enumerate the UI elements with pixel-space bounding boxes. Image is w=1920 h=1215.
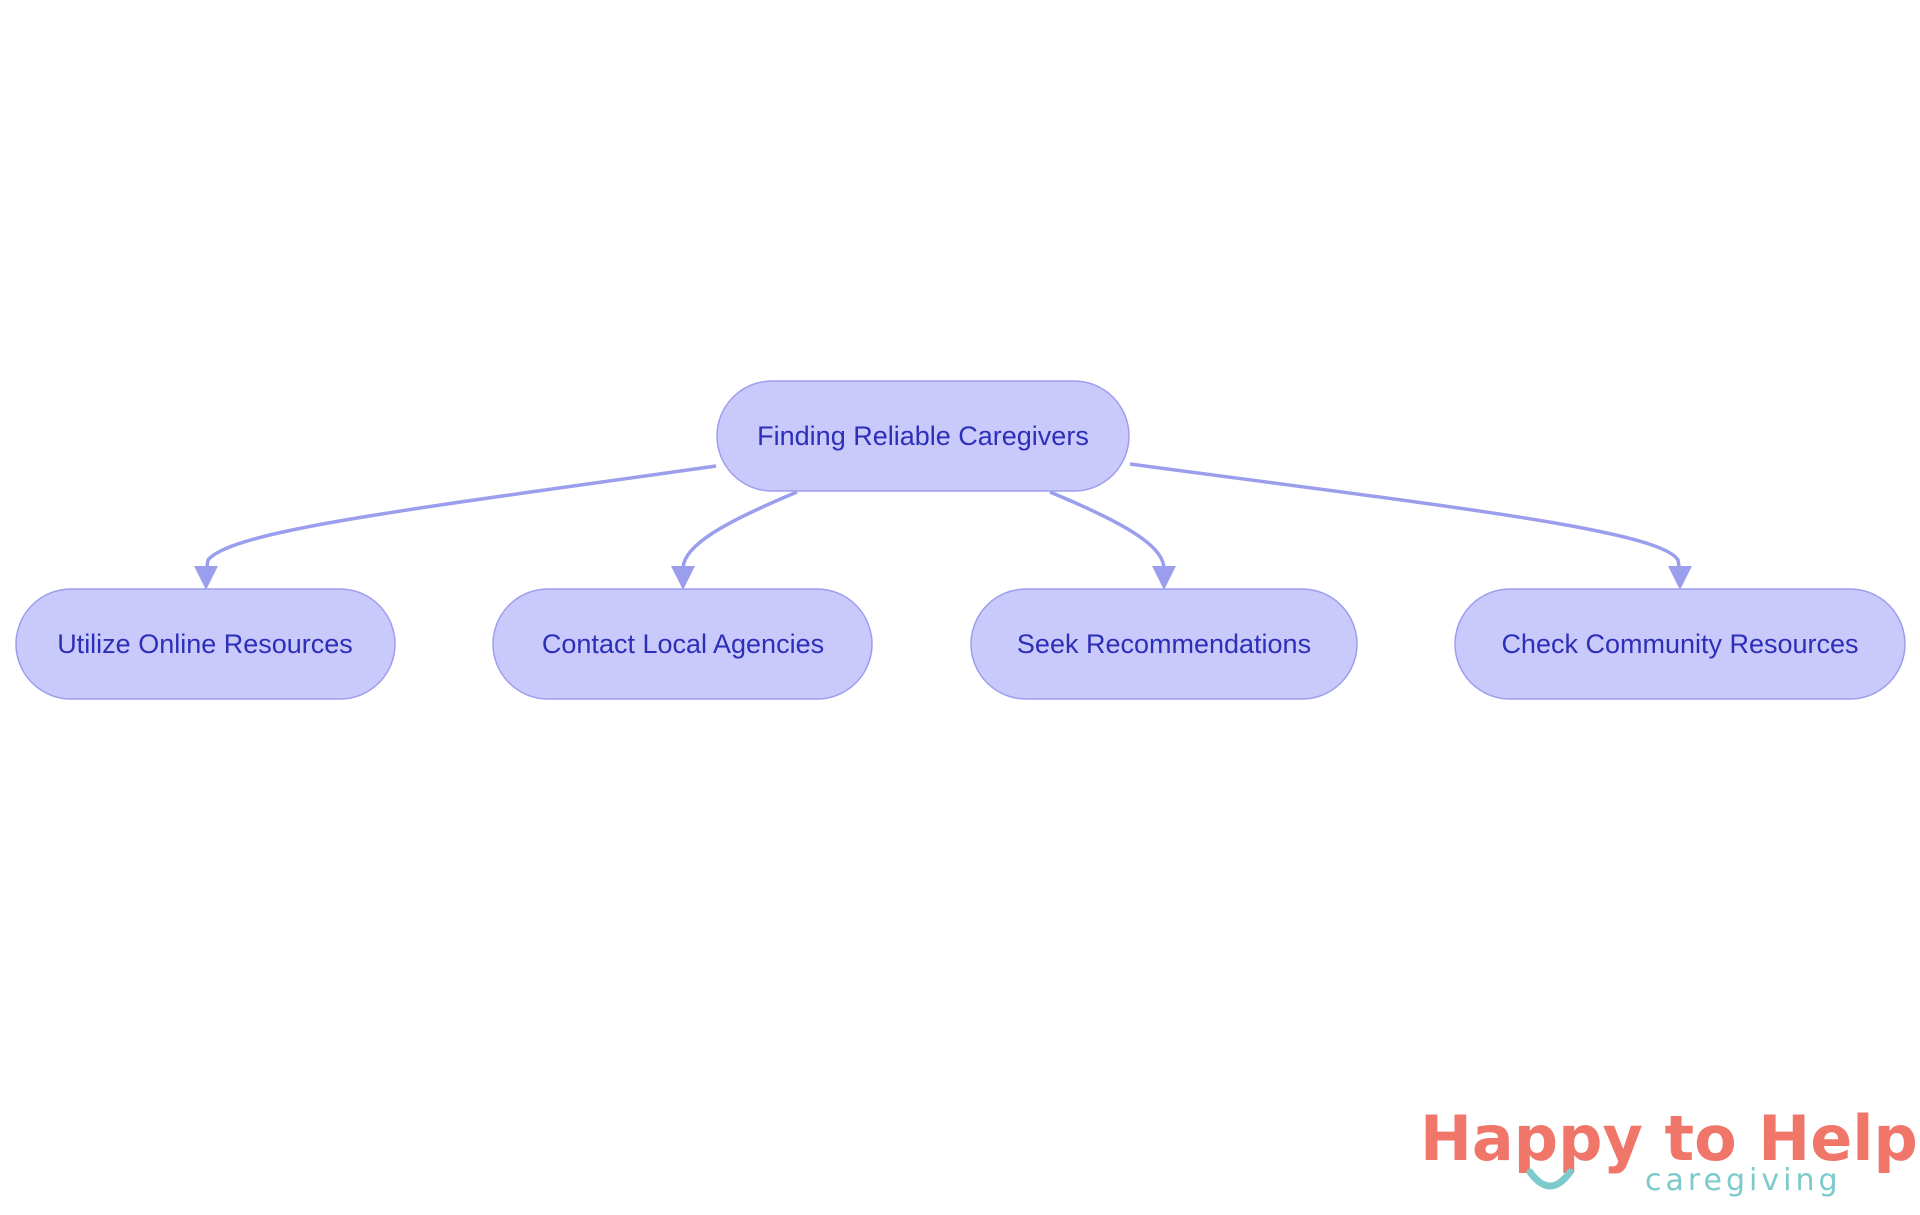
edges [194, 462, 1692, 590]
edge-root-to-local-agencies [681, 490, 798, 573]
edge-root-to-recommendations [1049, 490, 1166, 573]
edge-root-to-community-resources [1129, 462, 1682, 574]
child-node-label: Check Community Resources [1501, 629, 1858, 659]
child-node-label: Contact Local Agencies [542, 629, 824, 659]
child-node-label: Seek Recommendations [1017, 629, 1311, 659]
logo-sub-text: caregiving [1645, 1163, 1842, 1198]
logo-smile-icon [1526, 1168, 1574, 1190]
child-node-shape [1454, 588, 1906, 700]
child-node: Contact Local Agencies [492, 588, 873, 700]
root-node-label: Finding Reliable Caregivers [757, 421, 1089, 451]
edge-arrowhead-recommendations [1152, 566, 1176, 590]
child-node-shape [970, 588, 1358, 700]
root-node: Finding Reliable Caregivers [716, 380, 1130, 492]
child-node: Check Community Resources [1454, 588, 1906, 700]
edge-arrowhead-online-resources [194, 566, 218, 590]
child-node-label: Utilize Online Resources [57, 629, 353, 659]
edge-root-to-online-resources [204, 464, 717, 574]
child-node-shape [492, 588, 873, 700]
edge-arrowhead-community-resources [1668, 566, 1692, 590]
brand-logo: Happy to Help caregiving [1420, 1102, 1918, 1198]
root-node-shape [716, 380, 1130, 492]
logo-brand-text: Happy to Help [1420, 1102, 1918, 1175]
child-node: Utilize Online Resources [15, 588, 396, 700]
edge-arrowhead-local-agencies [671, 566, 695, 590]
child-node: Seek Recommendations [970, 588, 1358, 700]
child-node-shape [15, 588, 396, 700]
